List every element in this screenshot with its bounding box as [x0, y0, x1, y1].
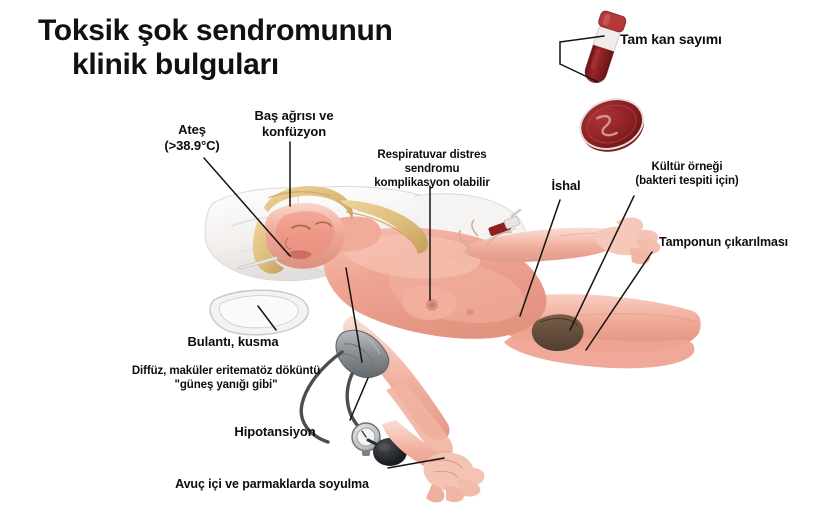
leader-lines [203, 35, 653, 469]
leader-bulanti [257, 305, 277, 331]
leader-diffuz [345, 267, 363, 363]
patient-body [238, 186, 701, 503]
label-fever: Ateş (>38.9°C) [164, 122, 220, 153]
peeling-hand [423, 450, 485, 503]
leader-avuc [387, 457, 445, 469]
leader-tampon [585, 251, 653, 351]
label-culture-sample: Kültür örneği (bakteri tespiti için) [635, 161, 739, 188]
label-cbc: Tam kan sayımı [620, 31, 722, 47]
label-tampon-removal: Tamponun çıkarılması [659, 235, 789, 249]
leader-ates [203, 157, 291, 257]
oral-thermometer [238, 256, 278, 270]
page-title: Toksik şok sendromunun klinik bulguları [38, 14, 458, 81]
leader-ishal [519, 199, 561, 317]
label-diffuse-rash: Diffüz, maküler eritematöz döküntü "güne… [131, 365, 321, 392]
blood-pressure-cuff [335, 329, 390, 378]
label-hypotension: Hipotansiyon [234, 424, 316, 439]
right-hand [595, 217, 661, 265]
label-nausea-vomiting: Bulantı, kusma [187, 334, 279, 349]
label-diarrhea: İshal [551, 178, 581, 193]
leader-hipo [349, 377, 369, 421]
leader-tamkan-d [559, 63, 599, 83]
title-line-2: klinik bulguları [72, 47, 279, 81]
blood-collection-tube [584, 10, 627, 84]
label-headache: Baş ağrısı ve konfüzyon [254, 108, 334, 139]
leader-tamkan-h [559, 35, 605, 43]
leader-kultur [569, 195, 635, 331]
label-respiratory: Respiratuvar distres sendromu komplikasy… [374, 149, 490, 190]
emesis-basin [209, 289, 309, 336]
venipuncture-syringe [458, 208, 522, 249]
label-desquamation: Avuç içi ve parmaklarda soyulma [175, 477, 369, 491]
blood-agar-culture-plate [579, 98, 645, 152]
title-line-1: Toksik şok sendromunun [38, 14, 393, 47]
